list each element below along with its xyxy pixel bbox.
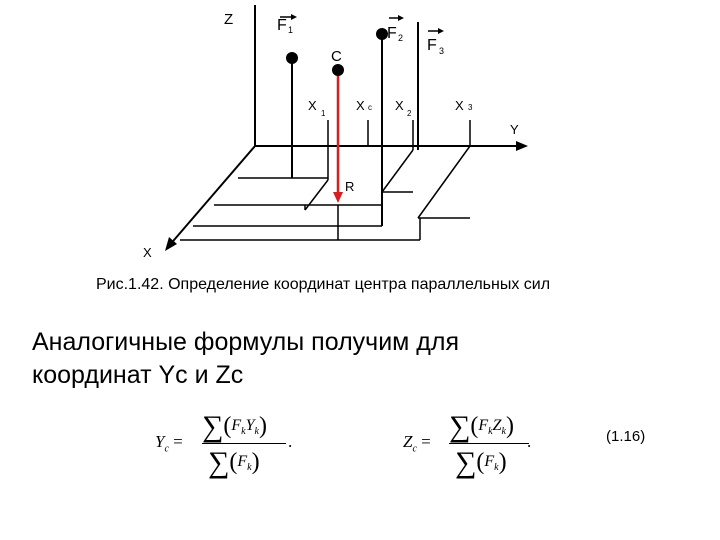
force-3-label: F [427,37,437,54]
z-axis-label: Z [224,11,233,28]
xc-sub: c [368,103,372,112]
xc-label: X [356,98,365,113]
x3-label: X [455,98,464,113]
x-axis-label: X [143,245,152,260]
force-1-label: F [277,17,287,34]
force-2-sub: 2 [398,33,403,43]
formula-zc-bar [449,443,529,444]
center-label: C [331,48,342,65]
x2-sub: 2 [407,109,412,118]
resultant-label: R [345,179,354,194]
proj-line-1 [417,145,471,219]
formula-yc: Yc = ∑(FkYk) ∑(Fk) . [155,410,305,480]
formula-zc-lhs: Zc = [403,432,431,455]
force-2-vector-arrow [398,15,404,21]
formula-zc-numerator: ∑(FkZk) [449,410,514,443]
x1-sub: 1 [321,109,326,118]
force-1-point [286,52,298,64]
x1-label: X [308,98,317,113]
y-axis-arrow [516,141,528,151]
x-axis [167,145,256,248]
force-2-label: F [387,25,397,42]
x3-sub: 3 [468,103,473,112]
formula-yc-lhs: Yc = [155,432,183,455]
formula-yc-denominator: ∑(Fk) [208,446,260,479]
resultant-arrow [333,192,343,203]
formula-zc-denominator: ∑(Fk) [455,446,507,479]
x2-label: X [395,98,404,113]
force-2-point [376,28,388,40]
body-paragraph: Аналогичные формулы получим для координа… [32,326,459,392]
formula-zc: Zc = ∑(FkZk) ∑(Fk) . [403,410,553,480]
body-line-1: Аналогичные формулы получим для [32,328,460,356]
center-point [332,64,344,76]
formula-yc-bar [202,443,286,444]
equation-number: (1.16) [606,428,646,445]
force-1-vector-arrow [291,14,297,20]
force-3-sub: 3 [439,46,444,56]
body-line-2: координат Yc и Zc [32,361,244,389]
coordinate-diagram: Z Y X F 1 F 2 F 3 C X 1 X c X 2 X 3 R [143,5,528,260]
force-1-sub: 1 [288,25,293,35]
formula-yc-end: . [288,432,293,451]
proj-line-2 [381,149,414,193]
formula-zc-end: . [527,432,532,451]
force-3-vector-arrow [438,28,444,34]
y-axis-label: Y [510,122,519,137]
formula-yc-numerator: ∑(FkYk) [202,410,267,443]
figure-caption: Рис.1.42. Определение координат центра п… [96,276,551,293]
x-axis-arrow [165,237,177,251]
